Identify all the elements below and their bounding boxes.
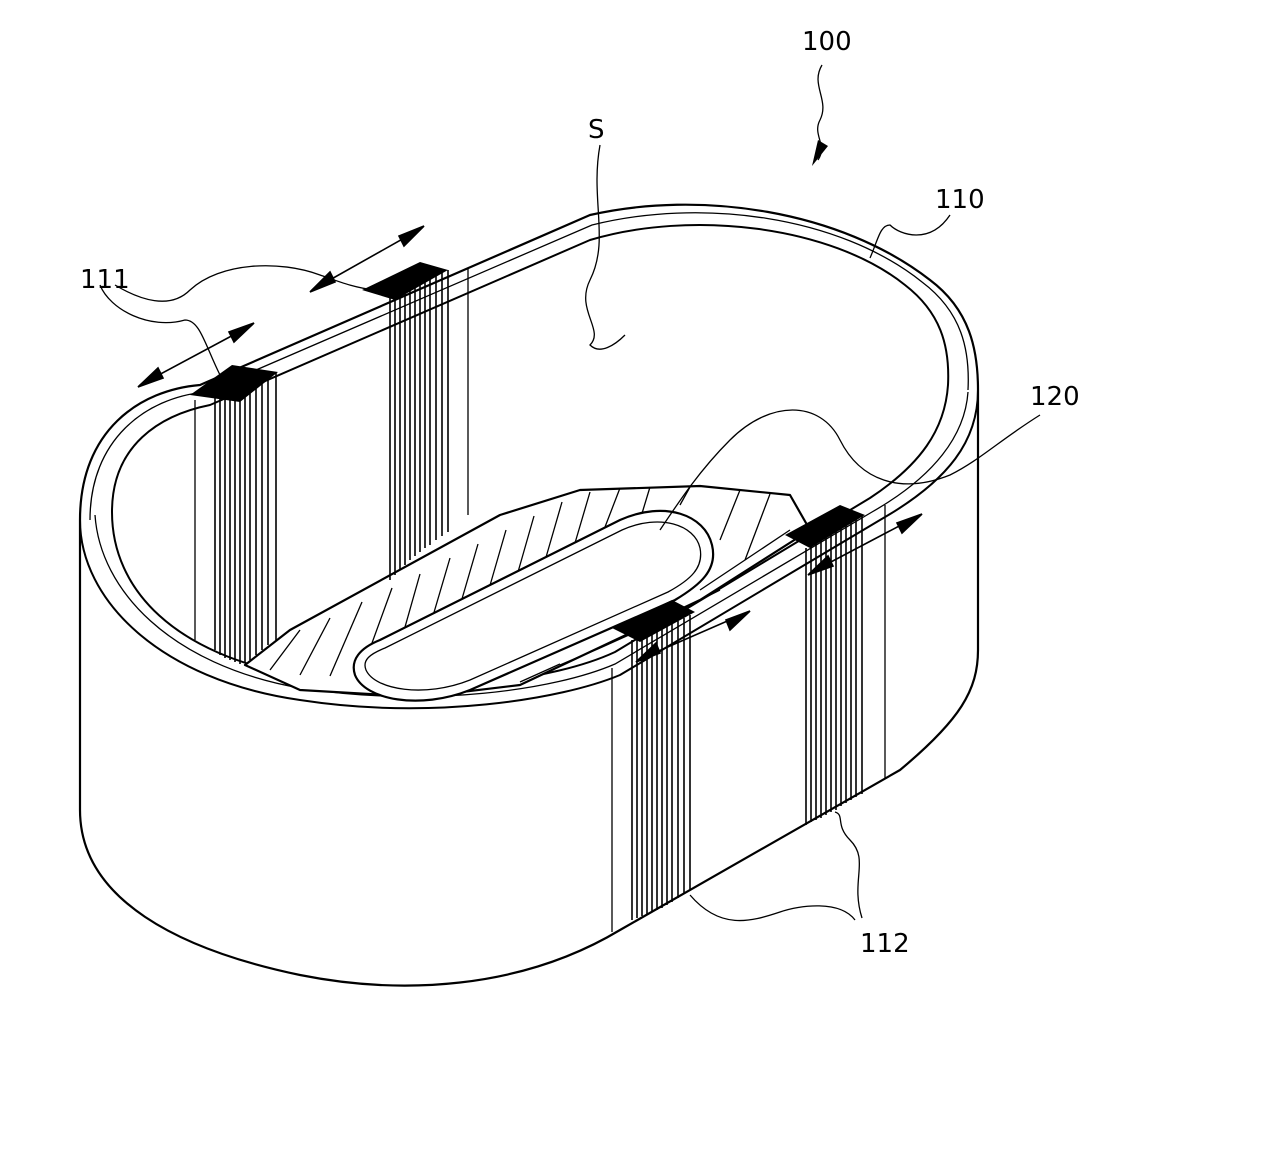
label-110: 110	[935, 185, 985, 215]
lamination-stack-111b	[362, 262, 469, 580]
leader-112b	[834, 811, 863, 919]
leader-110	[869, 214, 951, 259]
inner-core-top	[352, 509, 715, 702]
lamination-stack-111a	[190, 365, 278, 664]
leader-111b	[114, 265, 376, 302]
label-s: S	[588, 115, 605, 145]
inner-core-120	[243, 484, 812, 702]
leader-100-arrowhead	[812, 140, 828, 166]
label-111: 111	[80, 265, 130, 295]
leader-111a	[99, 284, 221, 376]
lamination-stack-112b	[785, 505, 865, 825]
arrows	[137, 225, 923, 663]
label-120: 120	[1030, 382, 1080, 412]
label-100: 100	[802, 27, 852, 57]
outer-core-rim-outer	[79, 389, 979, 710]
reference-labels: 100 S 110 120 111 112	[80, 27, 1080, 959]
leader-120	[659, 409, 1041, 531]
outer-core-top-edge	[89, 212, 969, 521]
lamination-stack-112a	[612, 600, 695, 920]
label-112: 112	[860, 929, 910, 959]
leader-112a	[689, 894, 856, 922]
leader-lines	[99, 64, 1041, 922]
inner-core-top-inner	[364, 521, 702, 691]
leader-s	[585, 144, 626, 350]
